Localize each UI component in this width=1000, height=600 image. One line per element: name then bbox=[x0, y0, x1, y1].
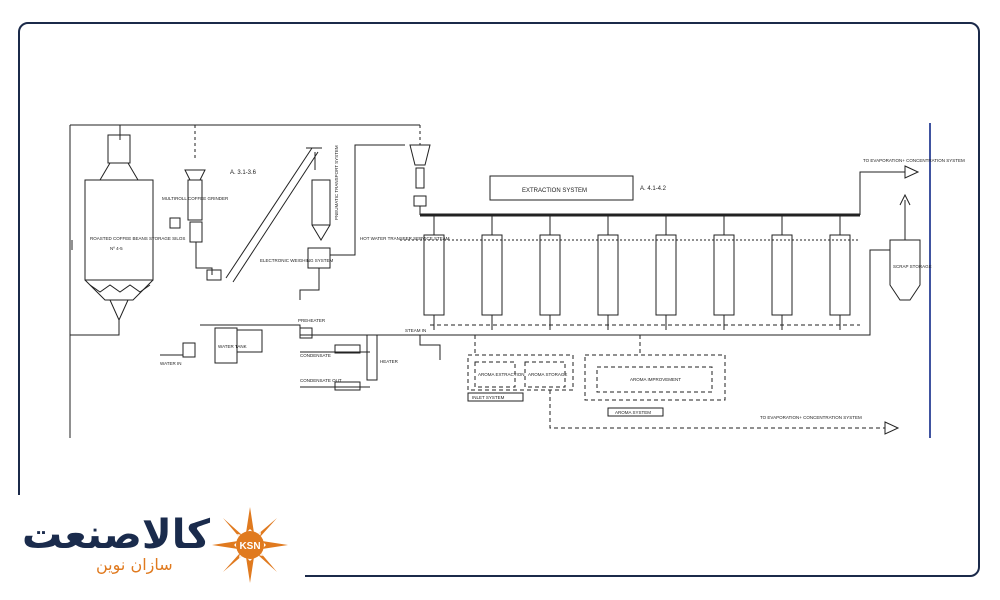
condensate-label: CONDENSATE bbox=[300, 353, 331, 358]
to-evap-top-label: TO EVAPORATION+ CONCENTRATION SYSTEM bbox=[863, 158, 965, 163]
brand-name: کالاصنعت bbox=[22, 512, 210, 558]
to-evap-bottom-label: TO EVAPORATION+ CONCENTRATION SYSTEM bbox=[760, 415, 862, 420]
emblem-text: KSN bbox=[239, 541, 260, 552]
brand-emblem-icon: KSN bbox=[212, 507, 288, 583]
water-label: WATER IN bbox=[160, 361, 182, 366]
silo-ref-label: Nº 4-5 bbox=[110, 246, 123, 251]
extractor-columns bbox=[400, 215, 890, 336]
water-heating-section bbox=[160, 324, 441, 391]
inclined-conveyor bbox=[225, 147, 322, 283]
evap-outlet-bottom bbox=[884, 421, 900, 435]
aroma-improvement-label: AROMA IMPROVEMENT bbox=[630, 377, 681, 382]
hot-water-label: HOT WATER TRANSFER SERVICE STEAM bbox=[360, 236, 450, 241]
ref-b-label: A. 4.1-4.2 bbox=[640, 186, 667, 192]
aroma-extraction-label: AROMA EXTRACTION bbox=[478, 372, 525, 377]
water-tank-label: WATER TANK bbox=[218, 344, 247, 349]
heater-label: HEATER bbox=[380, 359, 399, 364]
inlet-system-label: INLET SYSTEM bbox=[472, 395, 505, 400]
condensate-out-label: CONDENSATE OUT bbox=[300, 378, 342, 383]
storage-silo bbox=[70, 134, 154, 336]
weighing-system bbox=[299, 144, 405, 300]
preheater-label: PREHEATER bbox=[298, 318, 326, 323]
silo-label: ROASTED COFFEE BEANS STORAGE SILOS bbox=[90, 236, 185, 241]
brand-subtitle: سازان نوین bbox=[96, 555, 173, 574]
extraction-system-label: EXTRACTION SYSTEM bbox=[522, 188, 587, 194]
feed-cyclone bbox=[409, 144, 431, 215]
aroma-section bbox=[467, 335, 885, 429]
weigh-label: ELECTRONIC WEIGHING SYSTEM bbox=[260, 258, 334, 263]
aroma-system-label: AROMA SYSTEM bbox=[615, 410, 651, 415]
grinder-label: MULTIROLL COFFEE GRINDER bbox=[162, 196, 229, 201]
aroma-storage-label: AROMA STORAGE bbox=[528, 372, 567, 377]
scrap-storage-tank bbox=[889, 193, 921, 301]
steam-label: STEAM IN bbox=[405, 328, 426, 333]
vertical-conveyor-label: PNEUMATIC TRANSPORT SYSTEM bbox=[334, 145, 339, 220]
extraction-system-box bbox=[489, 175, 634, 201]
ref-a-label: A. 3.1-3.6 bbox=[230, 170, 257, 176]
evap-outlet-top bbox=[859, 171, 905, 215]
scrap-label: SCRAP STORAGE bbox=[893, 264, 932, 269]
coffee-grinder bbox=[169, 169, 222, 281]
content-frame bbox=[18, 22, 980, 577]
